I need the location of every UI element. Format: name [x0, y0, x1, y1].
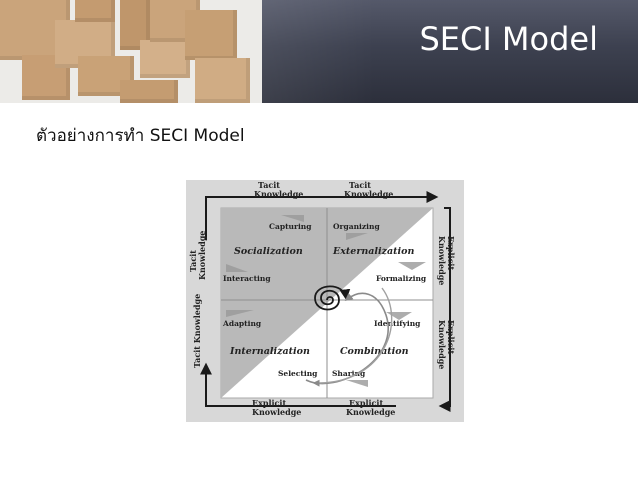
slide-subtitle: ตัวอย่างการทำ SECI Model	[36, 126, 245, 146]
formalizing-marker	[398, 262, 426, 270]
capturing-marker	[281, 215, 304, 222]
activity-identifying: Identifying	[374, 319, 421, 328]
title-banner: SECI Model	[262, 0, 638, 103]
adapting-marker	[226, 310, 254, 317]
slide-title: SECI Model	[419, 20, 598, 58]
top-label-2b: Knowledge	[344, 189, 393, 199]
top-label-2a: Tacit	[349, 180, 371, 190]
right-label-1b: Knowledge	[437, 236, 447, 285]
spiral-outer-arrow-back	[312, 287, 393, 387]
knowledge-spiral	[314, 285, 351, 311]
top-label-1b: Knowledge	[254, 189, 303, 199]
activity-selecting: Selecting	[278, 369, 318, 378]
right-label-2a: Explicit	[446, 320, 456, 354]
top-label-1a: Tacit	[258, 180, 280, 190]
right-label-1a: Explicit	[446, 236, 456, 270]
activity-capturing: Capturing	[269, 222, 312, 231]
activity-organizing: Organizing	[333, 222, 380, 231]
arrow-bottom	[200, 362, 396, 407]
interacting-marker	[226, 264, 248, 272]
quadrant-combination: Combination	[340, 346, 409, 357]
activity-sharing: Sharing	[332, 369, 366, 378]
left-label-1a: Tacit	[188, 250, 198, 272]
organizing-marker	[346, 233, 368, 240]
left-label-2: Tacit Knowledge	[192, 294, 202, 368]
cardboard-boxes-image	[0, 0, 262, 103]
activity-interacting: Interacting	[223, 274, 271, 283]
quadrant-socialization: Socialization	[234, 246, 303, 257]
quadrant-externalization: Externalization	[332, 246, 415, 257]
bottom-label-1a: Explicit	[252, 398, 286, 408]
sharing-marker	[346, 380, 368, 387]
bottom-label-2b: Knowledge	[346, 407, 395, 417]
activity-formalizing: Formalizing	[376, 274, 427, 283]
arrow-right	[438, 207, 451, 412]
arrow-top	[205, 191, 439, 240]
bottom-label-2a: Explicit	[349, 398, 383, 408]
left-label-1b: Knowledge	[197, 231, 207, 280]
bottom-label-1b: Knowledge	[252, 407, 301, 417]
activity-adapting: Adapting	[222, 319, 262, 328]
identifying-marker	[386, 312, 412, 320]
quadrant-internalization: Internalization	[229, 346, 310, 357]
seci-diagram: Tacit Knowledge Tacit Knowledge Explicit…	[186, 180, 464, 422]
right-label-2b: Knowledge	[437, 320, 447, 369]
